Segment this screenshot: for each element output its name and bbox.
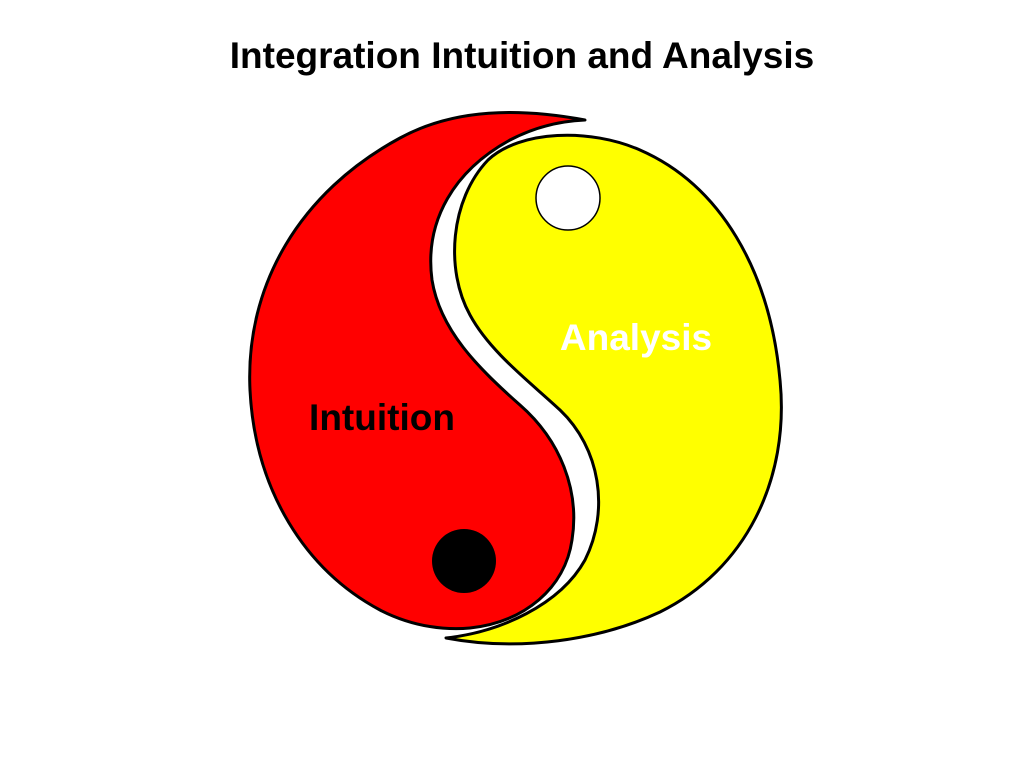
intuition-label: Intuition	[309, 397, 455, 438]
intuition-half	[248, 111, 587, 631]
analysis-dot	[535, 165, 601, 231]
intuition-dot	[432, 529, 496, 593]
analysis-half	[444, 133, 783, 646]
page-title: Integration Intuition and Analysis	[229, 35, 815, 76]
analysis-label: Analysis	[560, 317, 712, 358]
